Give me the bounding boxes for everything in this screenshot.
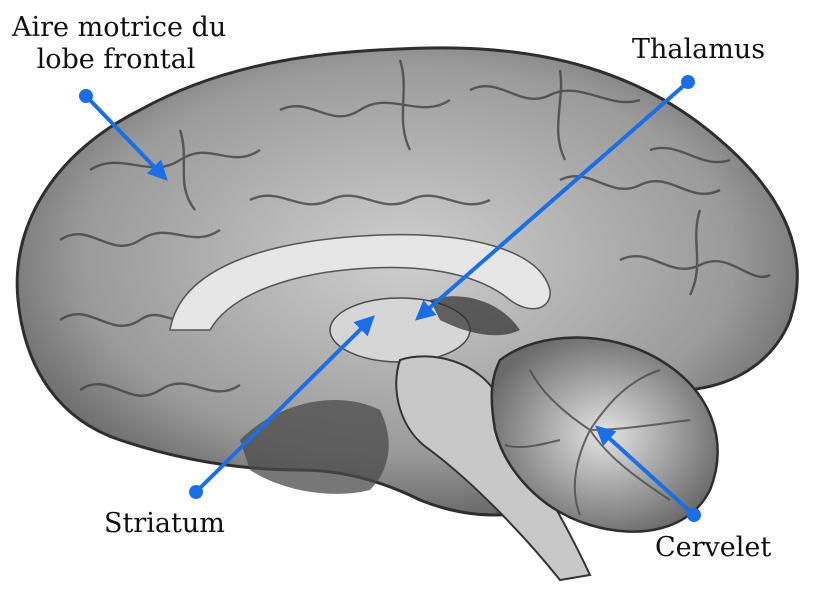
- pointer-striatum-dot: [189, 485, 203, 499]
- pointer-motor-dot: [79, 89, 93, 103]
- label-striatum: Striatum: [104, 508, 225, 539]
- pointers: [79, 75, 701, 522]
- pointer-thalamus-dot: [681, 75, 695, 89]
- dark-recess: [430, 296, 520, 336]
- pointer-cervelet: [595, 425, 696, 517]
- label-motor-area: Aire motrice du lobe frontal: [12, 12, 227, 75]
- gyri-texture: [59, 59, 771, 397]
- pointer-motor: [84, 94, 168, 181]
- label-thalamus: Thalamus: [632, 34, 766, 65]
- label-motor-line2: lobe frontal: [36, 43, 196, 75]
- pointer-thalamus: [414, 80, 690, 321]
- label-cervelet: Cervelet: [655, 532, 772, 563]
- pointer-cervelet-dot: [687, 508, 701, 522]
- corpus-callosum: [169, 233, 551, 331]
- brainstem: [395, 355, 592, 582]
- pointer-striatum: [194, 315, 375, 494]
- temporal-underside: [240, 400, 389, 494]
- label-motor-line1: Aire motrice du: [12, 12, 227, 43]
